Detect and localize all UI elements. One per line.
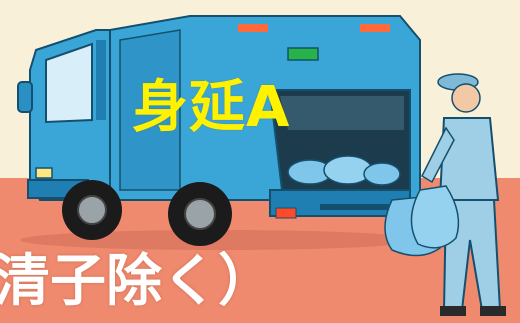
truck-shadow <box>20 230 420 250</box>
worker-torso <box>438 117 500 201</box>
headlight <box>35 167 53 179</box>
worker-arm <box>421 126 455 184</box>
headline-text: 身延A <box>132 75 291 140</box>
side-mirror <box>17 81 33 113</box>
hopper-bag <box>363 162 401 186</box>
truck-body <box>109 15 421 219</box>
worker-boot <box>440 306 466 316</box>
banner-text: 清子除く） <box>0 249 274 314</box>
worker-boot <box>480 306 506 316</box>
worker-head <box>451 83 481 113</box>
roof-light <box>287 47 319 61</box>
roof-marker-left <box>238 24 268 32</box>
garbage-bag <box>410 185 460 249</box>
sanitation-worker <box>384 73 506 316</box>
tail-light <box>275 207 297 219</box>
front-wheel <box>62 180 122 240</box>
rear-wheel <box>168 182 232 246</box>
roof-marker-right <box>360 24 390 32</box>
